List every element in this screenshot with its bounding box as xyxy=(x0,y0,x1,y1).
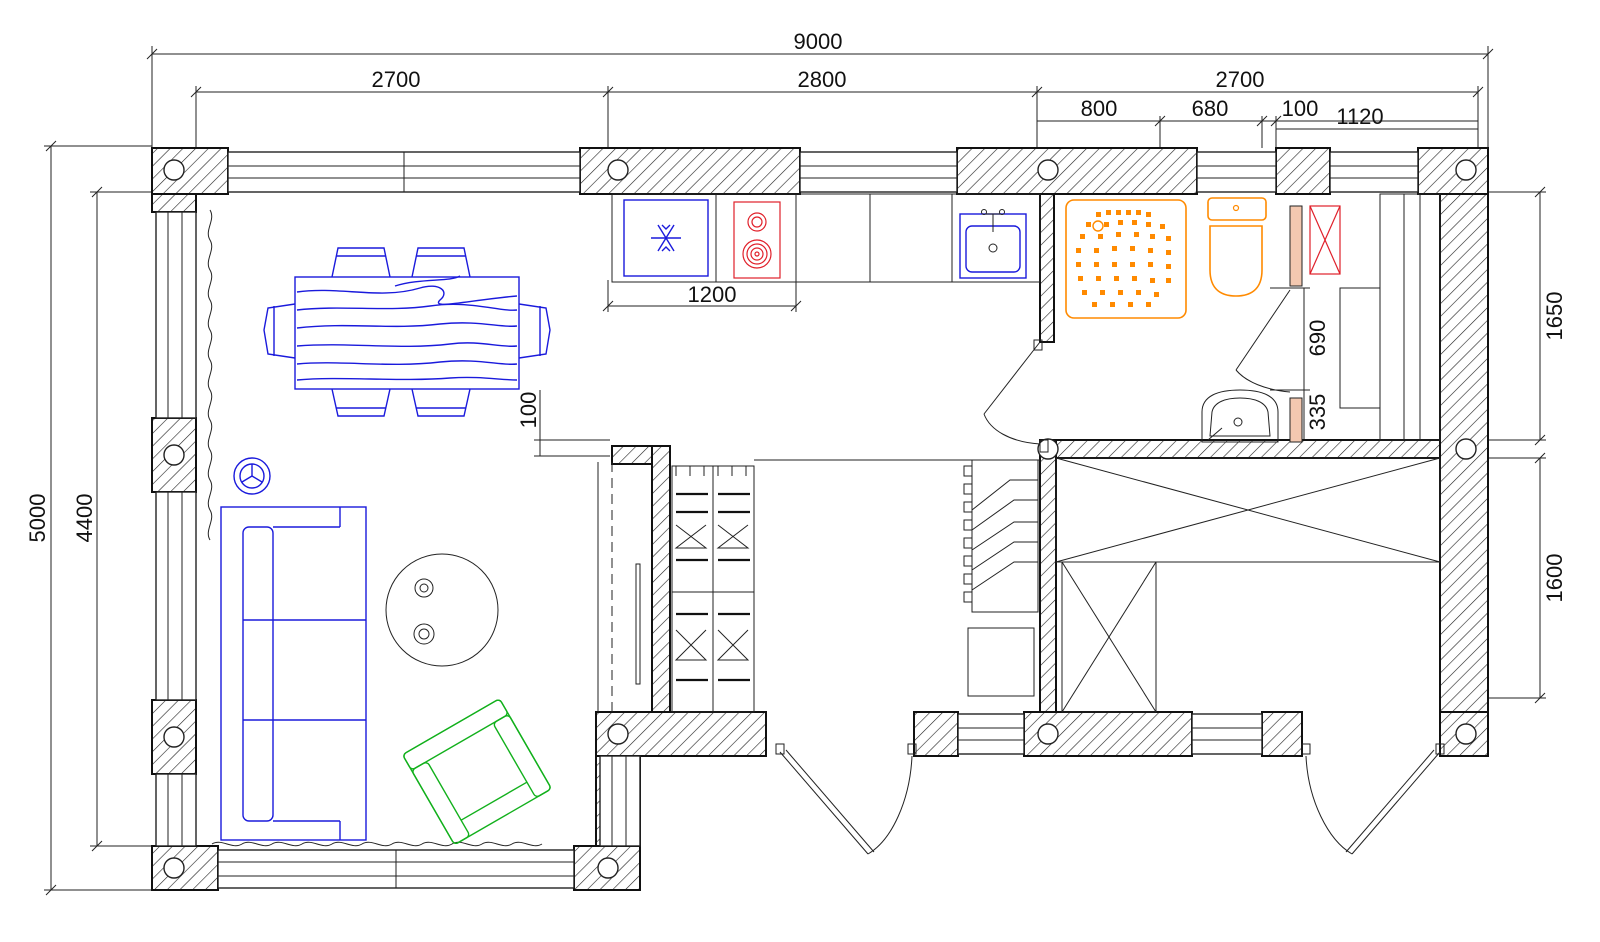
windows xyxy=(155,151,1419,889)
dim-inner-depth: 4400 xyxy=(72,494,97,543)
wardrobe xyxy=(597,462,641,712)
columns xyxy=(163,159,1477,879)
toilet-icon xyxy=(1207,197,1267,297)
dim-partition: 100 xyxy=(1282,96,1319,121)
curtain-bottom xyxy=(211,841,543,847)
dim-bath-width: 2700 xyxy=(1216,67,1265,92)
shelving-unit xyxy=(671,465,755,713)
dim-wall-offset: 100 xyxy=(516,392,541,429)
dining-chairs xyxy=(263,247,551,417)
dim-total-width: 9000 xyxy=(794,29,843,54)
coffee-table xyxy=(385,553,499,667)
dim-total-depth: 5000 xyxy=(25,494,50,543)
dimension-lines xyxy=(44,46,1546,896)
floor-lamp-icon xyxy=(233,457,271,495)
kitchen-counter xyxy=(611,193,1041,283)
bathroom-sink-icon xyxy=(1201,389,1279,443)
sofa xyxy=(220,506,367,841)
curtain-left xyxy=(207,209,213,541)
dim-sauna: 1120 xyxy=(1336,104,1383,129)
dim-kitchen-width: 2800 xyxy=(798,67,847,92)
dim-living-width: 2700 xyxy=(372,67,421,92)
exterior-walls xyxy=(151,147,1489,891)
fridge-icon xyxy=(623,199,709,277)
storage-closet xyxy=(1055,457,1441,713)
dining-table xyxy=(294,275,520,390)
stove-icon xyxy=(733,201,781,279)
dim-bath-depth: 1650 xyxy=(1542,292,1567,341)
bath-partition-panel xyxy=(1289,205,1341,443)
doors xyxy=(775,289,1445,855)
sauna-benches xyxy=(1339,193,1441,441)
kitchen-sink-icon xyxy=(959,209,1027,279)
dim-closet-depth: 1600 xyxy=(1542,554,1567,603)
dimension-labels: 9000 2700 2800 2700 800 680 100 1120 120… xyxy=(25,29,1567,602)
dim-sink-gap: 335 xyxy=(1305,394,1330,431)
dim-shower: 800 xyxy=(1081,96,1118,121)
armchair xyxy=(403,699,551,845)
dim-counter: 1200 xyxy=(688,282,737,307)
stairs xyxy=(963,459,1039,697)
dim-door-gap: 690 xyxy=(1305,320,1330,357)
shower-tray xyxy=(1065,199,1187,319)
dim-toilet: 680 xyxy=(1192,96,1229,121)
